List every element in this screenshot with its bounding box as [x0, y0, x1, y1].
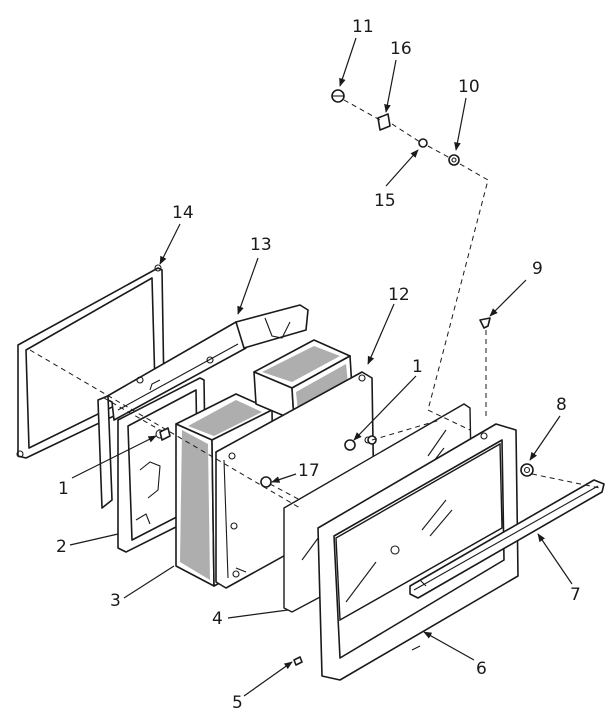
part-8-washer	[520, 463, 534, 477]
part-15-washer	[418, 138, 428, 148]
callout-6: 6	[476, 659, 487, 679]
part-13-inner-liner	[97, 304, 309, 509]
callout-labels: 11 16 10 15 9 14 13 12 1 1 8 17 2 3 4 7 …	[56, 17, 581, 713]
callout-17: 17	[298, 461, 320, 481]
part-14-gasket	[16, 264, 165, 459]
part-6-outer-door	[317, 423, 519, 681]
callout-2: 2	[56, 537, 67, 557]
callout-12: 12	[388, 285, 410, 305]
assembly-lines	[29, 99, 601, 509]
callout-16: 16	[390, 39, 412, 59]
callout-13: 13	[250, 235, 272, 255]
callout-9: 9	[532, 259, 543, 279]
callout-11: 11	[352, 17, 374, 37]
part-9-screw	[479, 317, 491, 329]
callout-7: 7	[570, 585, 581, 605]
part-16-clip	[377, 113, 391, 131]
part-10-bushing	[448, 154, 460, 166]
callout-4: 4	[212, 609, 223, 629]
part-11-screw	[331, 89, 345, 103]
callout-15: 15	[374, 191, 396, 211]
callout-10: 10	[458, 77, 480, 97]
callout-5: 5	[232, 693, 243, 713]
callout-3: 3	[110, 591, 121, 611]
part-5-pin	[293, 656, 303, 666]
callout-1-right: 1	[412, 357, 423, 377]
part-17-screw	[260, 476, 272, 488]
part-7-handle	[409, 479, 605, 599]
callout-14: 14	[172, 203, 194, 223]
callout-1-left: 1	[58, 479, 69, 499]
callout-8: 8	[556, 395, 567, 415]
leader-lines	[69, 37, 573, 697]
